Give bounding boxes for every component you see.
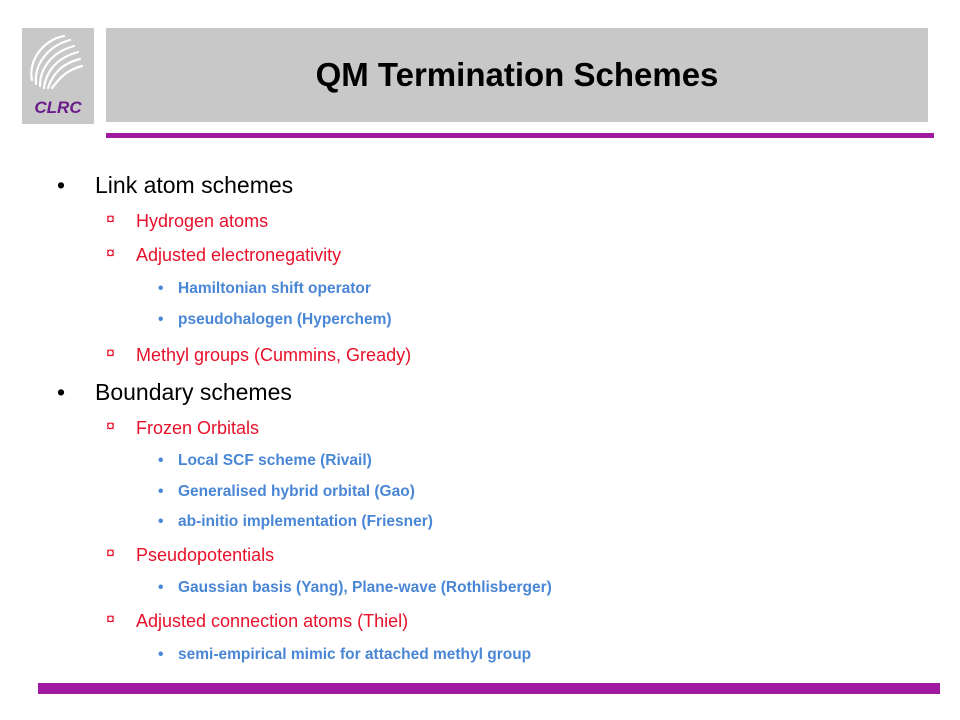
outline-text: Methyl groups (Cummins, Gready) [136,345,412,365]
bullet-dot-icon: • [57,172,66,198]
bullet-currency-icon: ¤ [106,418,115,435]
sub-sub-bullet-local-scf: • Local SCF scheme (Rivail) [158,452,372,470]
outline-text: pseudohalogen (Hyperchem) [178,311,392,328]
sub-sub-bullet-ab-initio: • ab-initio implementation (Friesner) [158,513,433,531]
bullet-boundary-schemes: • Boundary schemes [57,379,292,406]
sub-bullet-adjusted-electronegativity: ¤ Adjusted electronegativity [106,245,342,266]
sub-sub-bullet-gaussian-basis: • Gaussian basis (Yang), Plane-wave (Rot… [158,579,552,597]
bullet-dot-icon: • [158,513,164,530]
clrc-logo: CLRC [22,28,94,124]
bottom-divider [38,683,940,694]
outline-text: Pseudopotentials [136,545,275,565]
title-bar: QM Termination Schemes [106,28,928,122]
outline-text: Adjusted connection atoms (Thiel) [136,611,409,631]
bullet-currency-icon: ¤ [106,611,115,628]
sub-bullet-hydrogen-atoms: ¤ Hydrogen atoms [106,211,269,232]
bullet-dot-icon: • [158,483,164,500]
bullet-link-atom-schemes: • Link atom schemes [57,172,294,199]
sub-bullet-pseudopotentials: ¤ Pseudopotentials [106,545,275,566]
outline-text: Gaussian basis (Yang), Plane-wave (Rothl… [178,579,552,596]
bullet-dot-icon: • [158,452,164,469]
sub-sub-bullet-generalised-hybrid: • Generalised hybrid orbital (Gao) [158,483,415,501]
outline-text: Frozen Orbitals [136,418,260,438]
outline-text: ab-initio implementation (Friesner) [178,513,433,530]
sub-sub-bullet-pseudohalogen: • pseudohalogen (Hyperchem) [158,311,392,329]
outline-text: Hamiltonian shift operator [178,280,371,297]
outline-text: Boundary schemes [95,379,292,405]
bullet-dot-icon: • [158,579,164,596]
outline-text: semi-empirical mimic for attached methyl… [178,646,532,663]
bullet-currency-icon: ¤ [106,545,115,562]
outline-text: Local SCF scheme (Rivail) [178,452,372,469]
logo-swirl-icon [30,34,84,90]
sub-bullet-adjusted-connection-atoms: ¤ Adjusted connection atoms (Thiel) [106,611,409,632]
logo-text: CLRC [34,98,82,117]
bullet-dot-icon: • [158,311,164,328]
outline-text: Hydrogen atoms [136,211,269,231]
outline-text: Generalised hybrid orbital (Gao) [178,483,415,500]
bullet-currency-icon: ¤ [106,245,115,262]
bullet-dot-icon: • [57,379,66,405]
bullet-dot-icon: • [158,280,164,297]
outline-text: Adjusted electronegativity [136,245,342,265]
sub-bullet-methyl-groups: ¤ Methyl groups (Cummins, Gready) [106,345,412,366]
bullet-dot-icon: • [158,646,164,663]
sub-bullet-frozen-orbitals: ¤ Frozen Orbitals [106,418,260,439]
bullet-currency-icon: ¤ [106,211,115,228]
outline-text: Link atom schemes [95,172,294,198]
sub-sub-bullet-hamiltonian: • Hamiltonian shift operator [158,280,371,298]
sub-sub-bullet-semi-empirical: • semi-empirical mimic for attached meth… [158,646,532,664]
top-divider [106,133,934,138]
bullet-currency-icon: ¤ [106,345,115,362]
slide-title: QM Termination Schemes [315,56,719,93]
